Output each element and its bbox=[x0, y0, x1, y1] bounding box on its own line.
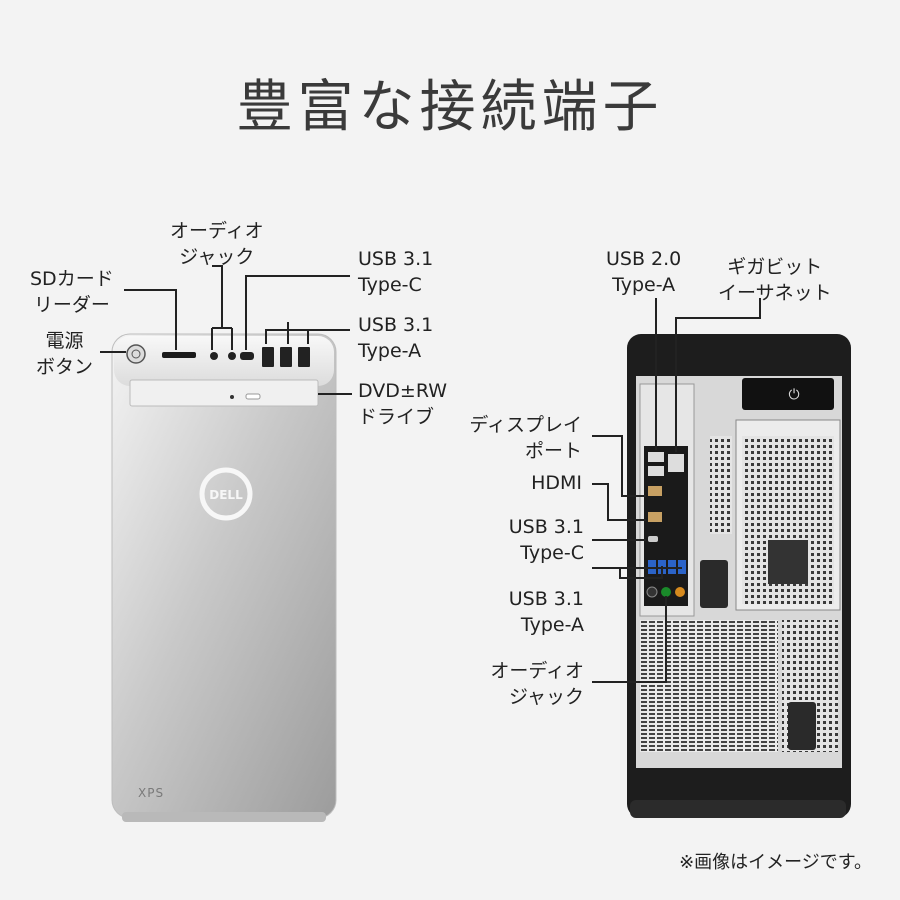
page-title: 豊富な接続端子 bbox=[236, 75, 664, 140]
label-sd-card-reader: SDカード リーダー bbox=[30, 268, 114, 316]
rear-audio-jack[interactable] bbox=[646, 586, 658, 598]
label-power-button: 電源 ボタン bbox=[36, 330, 94, 378]
front-usb-a-port-1[interactable] bbox=[262, 347, 274, 367]
label-hdmi: HDMI bbox=[531, 472, 582, 494]
front-tower: DELL XPS bbox=[111, 333, 337, 822]
ethernet-icon[interactable] bbox=[668, 454, 684, 472]
label-displayport: ディスプレイ ポート bbox=[469, 414, 582, 462]
front-usb-c-port[interactable] bbox=[240, 352, 254, 360]
label-usb2-type-a: USB 2.0 Type-A bbox=[606, 248, 682, 296]
rear-usb2-port-2[interactable] bbox=[648, 466, 664, 476]
rear-usb2-port-1[interactable] bbox=[648, 452, 664, 462]
label-rear-usb-c: USB 3.1 Type-C bbox=[508, 516, 584, 564]
label-rear-usb-a: USB 3.1 Type-A bbox=[508, 588, 584, 636]
svg-text:⏻: ⏻ bbox=[788, 387, 799, 403]
label-front-usb-a: USB 3.1 Type-A bbox=[358, 314, 434, 362]
rear-leader-lines bbox=[592, 298, 761, 683]
dvd-drive-tray[interactable] bbox=[129, 379, 319, 407]
front-audio-jack-2[interactable] bbox=[228, 352, 236, 360]
rear-displayport[interactable] bbox=[648, 486, 662, 496]
label-gigabit-ethernet: ギガビット イーサネット bbox=[718, 256, 832, 304]
dell-logo-icon: DELL bbox=[199, 467, 253, 521]
front-usb-a-port-3[interactable] bbox=[298, 347, 310, 367]
rear-usb-c-port[interactable] bbox=[648, 536, 658, 542]
power-icon[interactable] bbox=[126, 344, 146, 364]
rear-tower: ⏻ bbox=[627, 334, 851, 818]
label-rear-audio-jack: オーディオ ジャック bbox=[490, 660, 584, 708]
front-audio-jack-1[interactable] bbox=[210, 352, 218, 360]
label-dvd-drive: DVD±RW ドライブ bbox=[358, 380, 448, 428]
sd-card-slot[interactable] bbox=[162, 352, 196, 358]
label-front-audio-jack: オーディオ ジャック bbox=[170, 220, 264, 268]
front-usb-a-port-2[interactable] bbox=[280, 347, 292, 367]
xps-label: XPS bbox=[138, 786, 164, 800]
label-front-usb-c: USB 3.1 Type-C bbox=[358, 248, 434, 296]
svg-text:DELL: DELL bbox=[209, 488, 243, 502]
rear-hdmi[interactable] bbox=[648, 512, 662, 522]
image-disclaimer: ※画像はイメージです。 bbox=[679, 852, 872, 873]
front-leader-lines bbox=[100, 265, 352, 395]
